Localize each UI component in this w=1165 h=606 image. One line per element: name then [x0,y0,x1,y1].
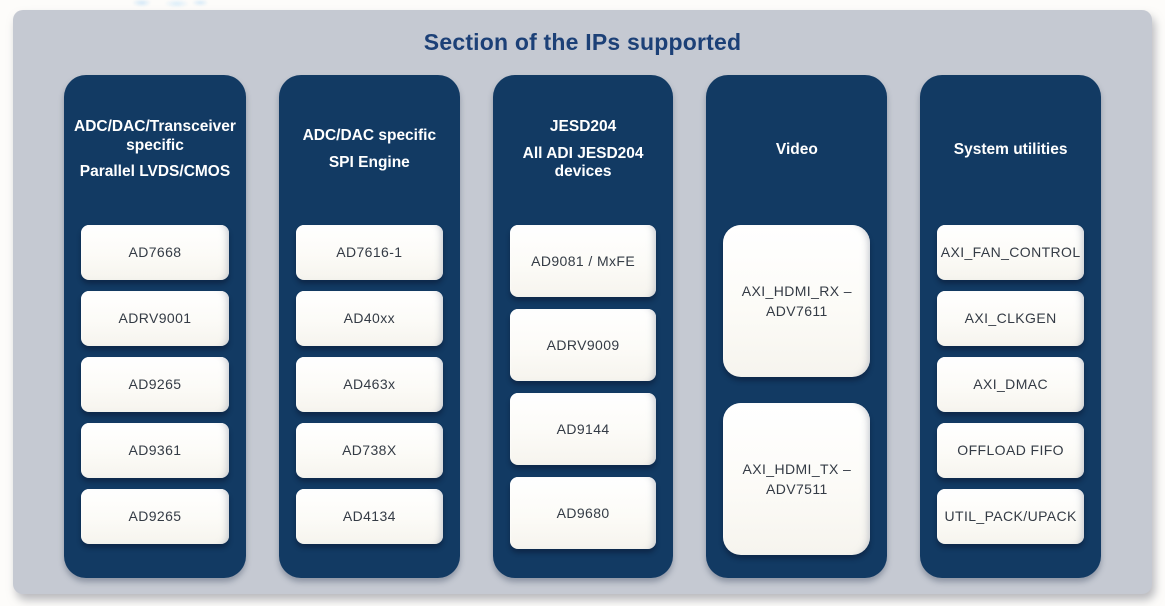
ip-chip: UTIL_PACK/UPACK [937,489,1085,544]
ip-chip: AD9265 [81,357,229,412]
ip-chip: AXI_DMAC [937,357,1085,412]
column-header-line: ADC/DAC specific [302,127,437,145]
ip-chip: AD40xx [295,291,443,346]
ip-chip: AD9361 [81,423,229,478]
ip-chip: AD9680 [509,477,657,549]
ip-chip: AD738X [295,423,443,478]
ip-chip: AD4134 [295,489,443,544]
ip-chip: AD7668 [81,225,229,280]
column-header: System utilities [920,75,1101,225]
cropped-artifact [130,0,208,9]
column-header-line: ADC/DAC/Transceiver specific [74,117,236,154]
ip-chip: AXI_FAN_CONTROL [937,225,1085,280]
column-header-line: All ADI JESD204 devices [522,144,644,181]
ip-chip: AD7616-1 [295,225,443,280]
ip-chip: AD9265 [81,489,229,544]
column-header-line: System utilities [953,140,1068,158]
column-header: Video [706,75,887,225]
ip-chip: AXI_HDMI_RX – ADV7611 [723,225,871,377]
ips-supported-panel: Section of the IPs supported ADC/DAC/Tra… [13,10,1152,594]
ip-chip: AD9144 [509,393,657,465]
ip-chip: ADRV9001 [81,291,229,346]
chip-list: AXI_FAN_CONTROL AXI_CLKGEN AXI_DMAC OFFLOAD… [920,225,1101,544]
ip-chip: AXI_HDMI_TX – ADV7511 [723,403,871,555]
ip-chip: AXI_CLKGEN [937,291,1085,346]
ip-chip: OFFLOAD FIFO [937,423,1085,478]
ip-chip: ADRV9009 [509,309,657,381]
column-header-line: JESD204 [549,117,617,135]
title-row: Section of the IPs supported [13,10,1152,75]
column-header-line: Parallel LVDS/CMOS [79,163,231,181]
ip-chip: AD9081 / MxFE [509,225,657,297]
ip-chip: AD463x [295,357,443,412]
column-header-line: SPI Engine [328,154,410,171]
column-header-line: Video [775,140,818,158]
page-title: Section of the IPs supported [423,29,742,55]
